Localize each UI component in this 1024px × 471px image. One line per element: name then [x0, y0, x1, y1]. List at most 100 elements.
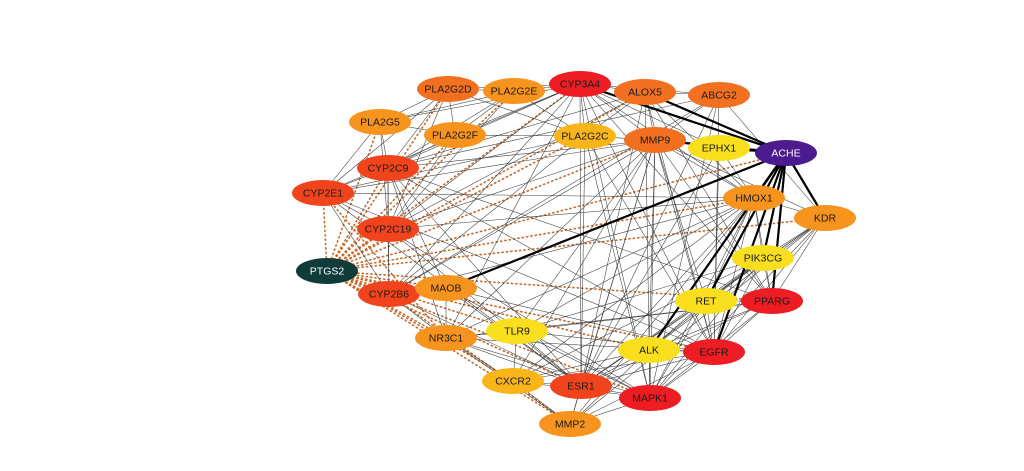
node-nr3c1[interactable]: NR3C1: [415, 325, 477, 351]
node-label-cyp2c19: CYP2C19: [365, 224, 412, 236]
node-ret[interactable]: RET: [675, 288, 737, 314]
node-hmox1[interactable]: HMOX1: [723, 185, 785, 211]
node-pla2g5[interactable]: PLA2G5: [349, 109, 411, 135]
gray-edge-pla2g2e-cyp2c19: [387, 90, 515, 230]
node-label-cxcr2: CXCR2: [495, 376, 531, 388]
gray-edge-alox5-cyp2c9: [387, 91, 646, 169]
gray-edge-pik3cg-mapk1: [649, 257, 764, 399]
node-label-ache: ACHE: [771, 148, 800, 160]
node-label-cyp3a4: CYP3A4: [560, 79, 600, 91]
node-cyp2b6[interactable]: CYP2B6: [358, 281, 420, 307]
node-ellipse-esr1: [550, 373, 612, 399]
node-label-egfr: EGFR: [699, 347, 729, 359]
dotted-edge-layer: [322, 83, 826, 425]
node-cyp2c19[interactable]: CYP2C19: [357, 216, 419, 242]
black-edge-ache-alox5: [644, 90, 787, 155]
node-ellipse-ptgs2: [296, 258, 358, 284]
node-mapk1[interactable]: MAPK1: [619, 385, 681, 411]
node-label-pla2g2e: PLA2G2E: [491, 86, 538, 98]
node-abcg2[interactable]: ABCG2: [688, 82, 750, 108]
node-label-abcg2: ABCG2: [701, 90, 737, 102]
dotted-edge-ptgs2-pla2g2e: [326, 90, 515, 272]
node-ellipse-cyp3a4: [549, 71, 611, 97]
node-pla2g2c[interactable]: PLA2G2C: [554, 123, 616, 149]
node-mmp9[interactable]: MMP9: [624, 127, 686, 153]
node-cyp2c9[interactable]: CYP2C9: [357, 155, 419, 181]
node-ephx1[interactable]: EPHX1: [688, 135, 750, 161]
gray-edge-kdr-mapk1: [649, 217, 826, 399]
gray-edge-cyp3a4-ephx1: [579, 83, 720, 149]
node-label-tlr9: TLR9: [504, 326, 530, 338]
node-label-hmox1: HMOX1: [735, 193, 773, 205]
node-ellipse-alk: [618, 337, 680, 363]
node-ellipse-cyp2b6: [358, 281, 420, 307]
node-cyp3a4[interactable]: CYP3A4: [549, 71, 611, 97]
gray-edge-cyp2b6-mmp9: [388, 139, 656, 295]
gray-edge-cyp3a4-cyp2c9: [387, 83, 581, 169]
node-ache[interactable]: ACHE: [755, 140, 817, 166]
dotted-edge-ptgs2-ache: [326, 152, 787, 272]
gray-edge-kdr-alk: [648, 217, 826, 351]
gray-edge-kdr-mmp2: [569, 217, 826, 425]
dotted-edge-cyp2b6-mmp2: [388, 293, 571, 425]
black-edge-ache-ret: [705, 152, 787, 302]
gray-edge-hmox1-tlr9: [516, 197, 755, 332]
gray-edge-egfr-tlr9: [516, 330, 715, 353]
gray-edge-cyp2c9-nr3c1: [387, 167, 447, 339]
node-alox5[interactable]: ALOX5: [614, 79, 676, 105]
gray-edge-hmox1-esr1: [580, 197, 755, 387]
node-ellipse-mapk1: [619, 385, 681, 411]
node-ellipse-pparg: [741, 288, 803, 314]
gray-edge-cyp2c9-mmp9: [387, 139, 656, 169]
gray-edge-mapk1-tlr9: [516, 330, 651, 399]
gray-edge-kdr-egfr: [713, 217, 826, 353]
node-maob[interactable]: MAOB: [415, 275, 477, 301]
node-pla2g2d[interactable]: PLA2G2D: [417, 76, 479, 102]
gray-edge-mapk1-nr3c1: [445, 337, 651, 399]
dotted-edge-ptgs2-pparg: [326, 270, 773, 302]
black-edge-ache-pparg: [770, 152, 788, 302]
node-pla2g2f[interactable]: PLA2G2F: [424, 122, 486, 148]
dotted-edge-ptgs2-cyp3a4: [326, 83, 581, 272]
gray-edge-cyp3a4-cyp2b6: [388, 83, 581, 295]
gray-edge-pla2g2c-egfr: [584, 135, 715, 353]
node-ptgs2[interactable]: PTGS2: [296, 258, 358, 284]
gray-edge-pla2g2c-cyp2b6: [388, 135, 586, 295]
node-ellipse-alox5: [614, 79, 676, 105]
node-label-cyp2e1: CYP2E1: [303, 188, 343, 200]
node-layer: CYP3A4 PLA2G2D PLA2G2E ALOX5 ABCG2PLA2G5PLA2…: [292, 71, 856, 437]
node-tlr9[interactable]: TLR9: [486, 318, 548, 344]
node-label-pla2g2f: PLA2G2F: [432, 130, 478, 142]
node-ellipse-cyp2c19: [357, 216, 419, 242]
gray-edge-mmp9-tlr9: [516, 139, 656, 332]
gray-edge-pparg-esr1: [580, 300, 773, 387]
gray-edge-alox5-cyp2c19: [387, 91, 646, 230]
gray-edge-mmp9-ret: [654, 139, 707, 302]
node-pik3cg[interactable]: PIK3CG: [732, 245, 794, 271]
gray-edge-cyp2c19-mmp9: [387, 139, 656, 230]
node-label-ephx1: EPHX1: [702, 143, 737, 155]
gray-edge-cyp2c9-egfr: [387, 167, 715, 353]
node-ellipse-pik3cg: [732, 245, 794, 271]
node-pla2g2e[interactable]: PLA2G2E: [483, 78, 545, 104]
node-cyp2e1[interactable]: CYP2E1: [292, 180, 354, 206]
node-label-pla2g5: PLA2G5: [360, 117, 400, 129]
node-ellipse-ache: [755, 140, 817, 166]
node-cxcr2[interactable]: CXCR2: [482, 368, 544, 394]
node-ellipse-ephx1: [688, 135, 750, 161]
gray-edge-cyp3a4-pla2g5: [379, 83, 581, 123]
node-alk[interactable]: ALK: [618, 337, 680, 363]
node-esr1[interactable]: ESR1: [550, 373, 612, 399]
node-ellipse-pla2g5: [349, 109, 411, 135]
node-mmp2[interactable]: MMP2: [539, 411, 601, 437]
node-ellipse-kdr: [794, 205, 856, 231]
node-pparg[interactable]: PPARG: [741, 288, 803, 314]
node-egfr[interactable]: EGFR: [683, 339, 745, 365]
node-kdr[interactable]: KDR: [794, 205, 856, 231]
gray-edge-cyp2c19-mapk1: [387, 228, 651, 399]
node-ellipse-hmox1: [723, 185, 785, 211]
dotted-edge-ptgs2-cyp2e1: [322, 192, 328, 272]
black-edge-ache-maob: [445, 151, 787, 290]
node-label-nr3c1: NR3C1: [429, 333, 464, 345]
